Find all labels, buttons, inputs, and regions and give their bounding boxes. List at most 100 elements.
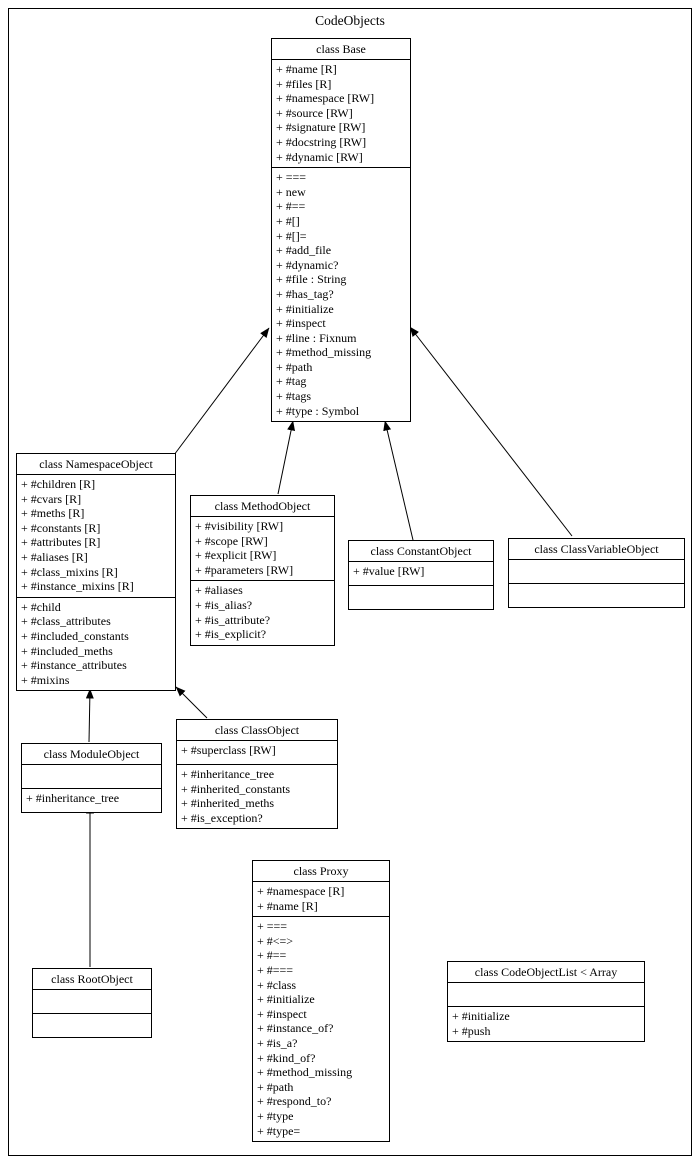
member-row: + #inspect [276, 316, 326, 331]
member-row: + #mixins [21, 672, 70, 687]
member-row: + #name [R] [276, 62, 337, 76]
member-row: + #is_attribute? [195, 612, 271, 627]
member-row: + #is_exception? [181, 810, 263, 825]
member-row: + #files [R] [276, 76, 332, 91]
class-title: class ClassObject [177, 720, 337, 741]
member-row: + #constants [R] [21, 520, 101, 535]
methods-section [33, 1014, 151, 1037]
class-title: class CodeObjectList < Array [448, 962, 644, 983]
member-row: + #[] [276, 213, 300, 228]
methods-section: + #initialize+ #push [448, 1007, 644, 1041]
class-title: class MethodObject [191, 496, 334, 517]
member-row: + #is_explicit? [195, 627, 267, 642]
member-row: + #type= [257, 1123, 301, 1138]
class-box-namespace-object: class NamespaceObject+ #children [R]+ #c… [16, 453, 176, 692]
member-row: + #dynamic? [276, 257, 339, 272]
class-box-class-object: class ClassObject + #superclass [RW] + #in… [176, 719, 338, 830]
member-row: + #[]= [276, 228, 307, 243]
attributes-section: + #visibility [RW]+ #scope [RW]+ #explic… [191, 517, 334, 582]
class-title: class ConstantObject [349, 541, 493, 562]
member-row: + #line : Fixnum [276, 330, 357, 345]
member-row: + #push [452, 1023, 491, 1038]
member-row: + #path [257, 1079, 294, 1094]
class-title: class RootObject [33, 969, 151, 990]
class-title: class NamespaceObject [17, 454, 175, 475]
attributes-section: + #superclass [RW] [177, 741, 337, 765]
member-row: + #dynamic [RW] [276, 149, 363, 164]
methods-section [509, 584, 684, 607]
member-row: + #children [R] [21, 477, 96, 491]
member-row: + #== [257, 948, 287, 963]
member-row: + #inherited_meths [181, 796, 275, 811]
member-row: + #docstring [RW] [276, 134, 367, 149]
member-row: + #method_missing [257, 1065, 353, 1080]
member-row: + #instance_attributes [21, 658, 127, 673]
member-row: + #inherited_constants [181, 781, 291, 796]
member-row: + #method_missing [276, 345, 372, 360]
member-row: + #file : String [276, 272, 347, 287]
attributes-section: + #name [R]+ #files [R]+ #namespace [RW]… [272, 60, 410, 169]
member-row: + #initialize [276, 301, 334, 316]
member-row: + #inheritance_tree [26, 791, 120, 805]
member-row: + #instance_of? [257, 1021, 334, 1036]
member-row: + #class_mixins [R] [21, 564, 118, 579]
member-row: + #respond_to? [257, 1094, 332, 1109]
member-row: + #included_constants [21, 628, 129, 643]
class-title: class Base [272, 39, 410, 60]
class-box-method-object: class MethodObject+ #visibility [RW]+ #s… [190, 495, 335, 646]
member-row: + === [257, 919, 288, 934]
member-row: + #<=> [257, 933, 294, 948]
class-title: class ClassVariableObject [509, 539, 684, 560]
class-box-proxy: class Proxy+ #namespace [R]+ #name [R]+ … [252, 860, 390, 1143]
member-row: + #class [257, 977, 297, 992]
member-row: + #signature [RW] [276, 120, 366, 135]
member-row: + #is_alias? [195, 597, 253, 612]
member-row: + #== [276, 199, 306, 214]
class-box-module-object: class ModuleObject + #inheritance_tree [21, 743, 162, 813]
methods-section: + #child+ #class_attributes+ #included_c… [17, 598, 175, 691]
member-row: + #inheritance_tree [181, 767, 275, 781]
member-row: + #aliases [R] [21, 549, 88, 564]
member-row: + #included_meths [21, 643, 113, 658]
member-row: + #value [RW] [353, 564, 425, 578]
member-row: + #kind_of? [257, 1050, 316, 1065]
class-box-constant-object: class ConstantObject + #value [RW] [348, 540, 494, 610]
member-row: + #add_file [276, 243, 332, 258]
member-row: + #=== [257, 962, 294, 977]
methods-section: + #aliases+ #is_alias?+ #is_attribute?+ … [191, 581, 334, 644]
member-row: + #superclass [RW] [181, 743, 276, 757]
member-row: + #class_attributes [21, 614, 111, 629]
member-row: + #inspect [257, 1006, 307, 1021]
class-title: class ModuleObject [22, 744, 161, 765]
member-row: + #initialize [257, 992, 315, 1007]
member-row: + #child [21, 599, 61, 614]
member-row: + #path [276, 359, 313, 374]
cluster-border [8, 8, 692, 1156]
attributes-section [33, 990, 151, 1014]
member-row: + #type [257, 1108, 294, 1123]
methods-section: + #inheritance_tree+ #inherited_constant… [177, 765, 337, 828]
member-row: + #scope [RW] [195, 533, 268, 548]
methods-section: + ===+ #<=>+ #==+ #===+ #class+ #initial… [253, 917, 389, 1141]
member-row: + #cvars [R] [21, 491, 82, 506]
class-box-root-object: class RootObject [32, 968, 152, 1038]
class-box-code-object-list: class CodeObjectList < Array + #initializ… [447, 961, 645, 1043]
class-title: class Proxy [253, 861, 389, 882]
member-row: + #meths [R] [21, 506, 85, 521]
member-row: + #tags [276, 389, 312, 404]
attributes-section [509, 560, 684, 584]
class-box-class-variable-object: class ClassVariableObject [508, 538, 685, 608]
methods-section: + #inheritance_tree [22, 789, 161, 812]
member-row: + #namespace [R] [257, 884, 345, 898]
attributes-section: + #value [RW] [349, 562, 493, 586]
class-box-base: class Base+ #name [R]+ #files [R]+ #name… [271, 38, 411, 423]
member-row: + #aliases [195, 583, 243, 598]
member-row: + #tag [276, 374, 307, 389]
attributes-section: + #children [R]+ #cvars [R]+ #meths [R]+… [17, 475, 175, 598]
member-row: + #initialize [452, 1009, 510, 1023]
member-row: + #type : Symbol [276, 403, 360, 418]
attributes-section [448, 983, 644, 1007]
methods-section [349, 586, 493, 609]
member-row: + #explicit [RW] [195, 548, 277, 563]
